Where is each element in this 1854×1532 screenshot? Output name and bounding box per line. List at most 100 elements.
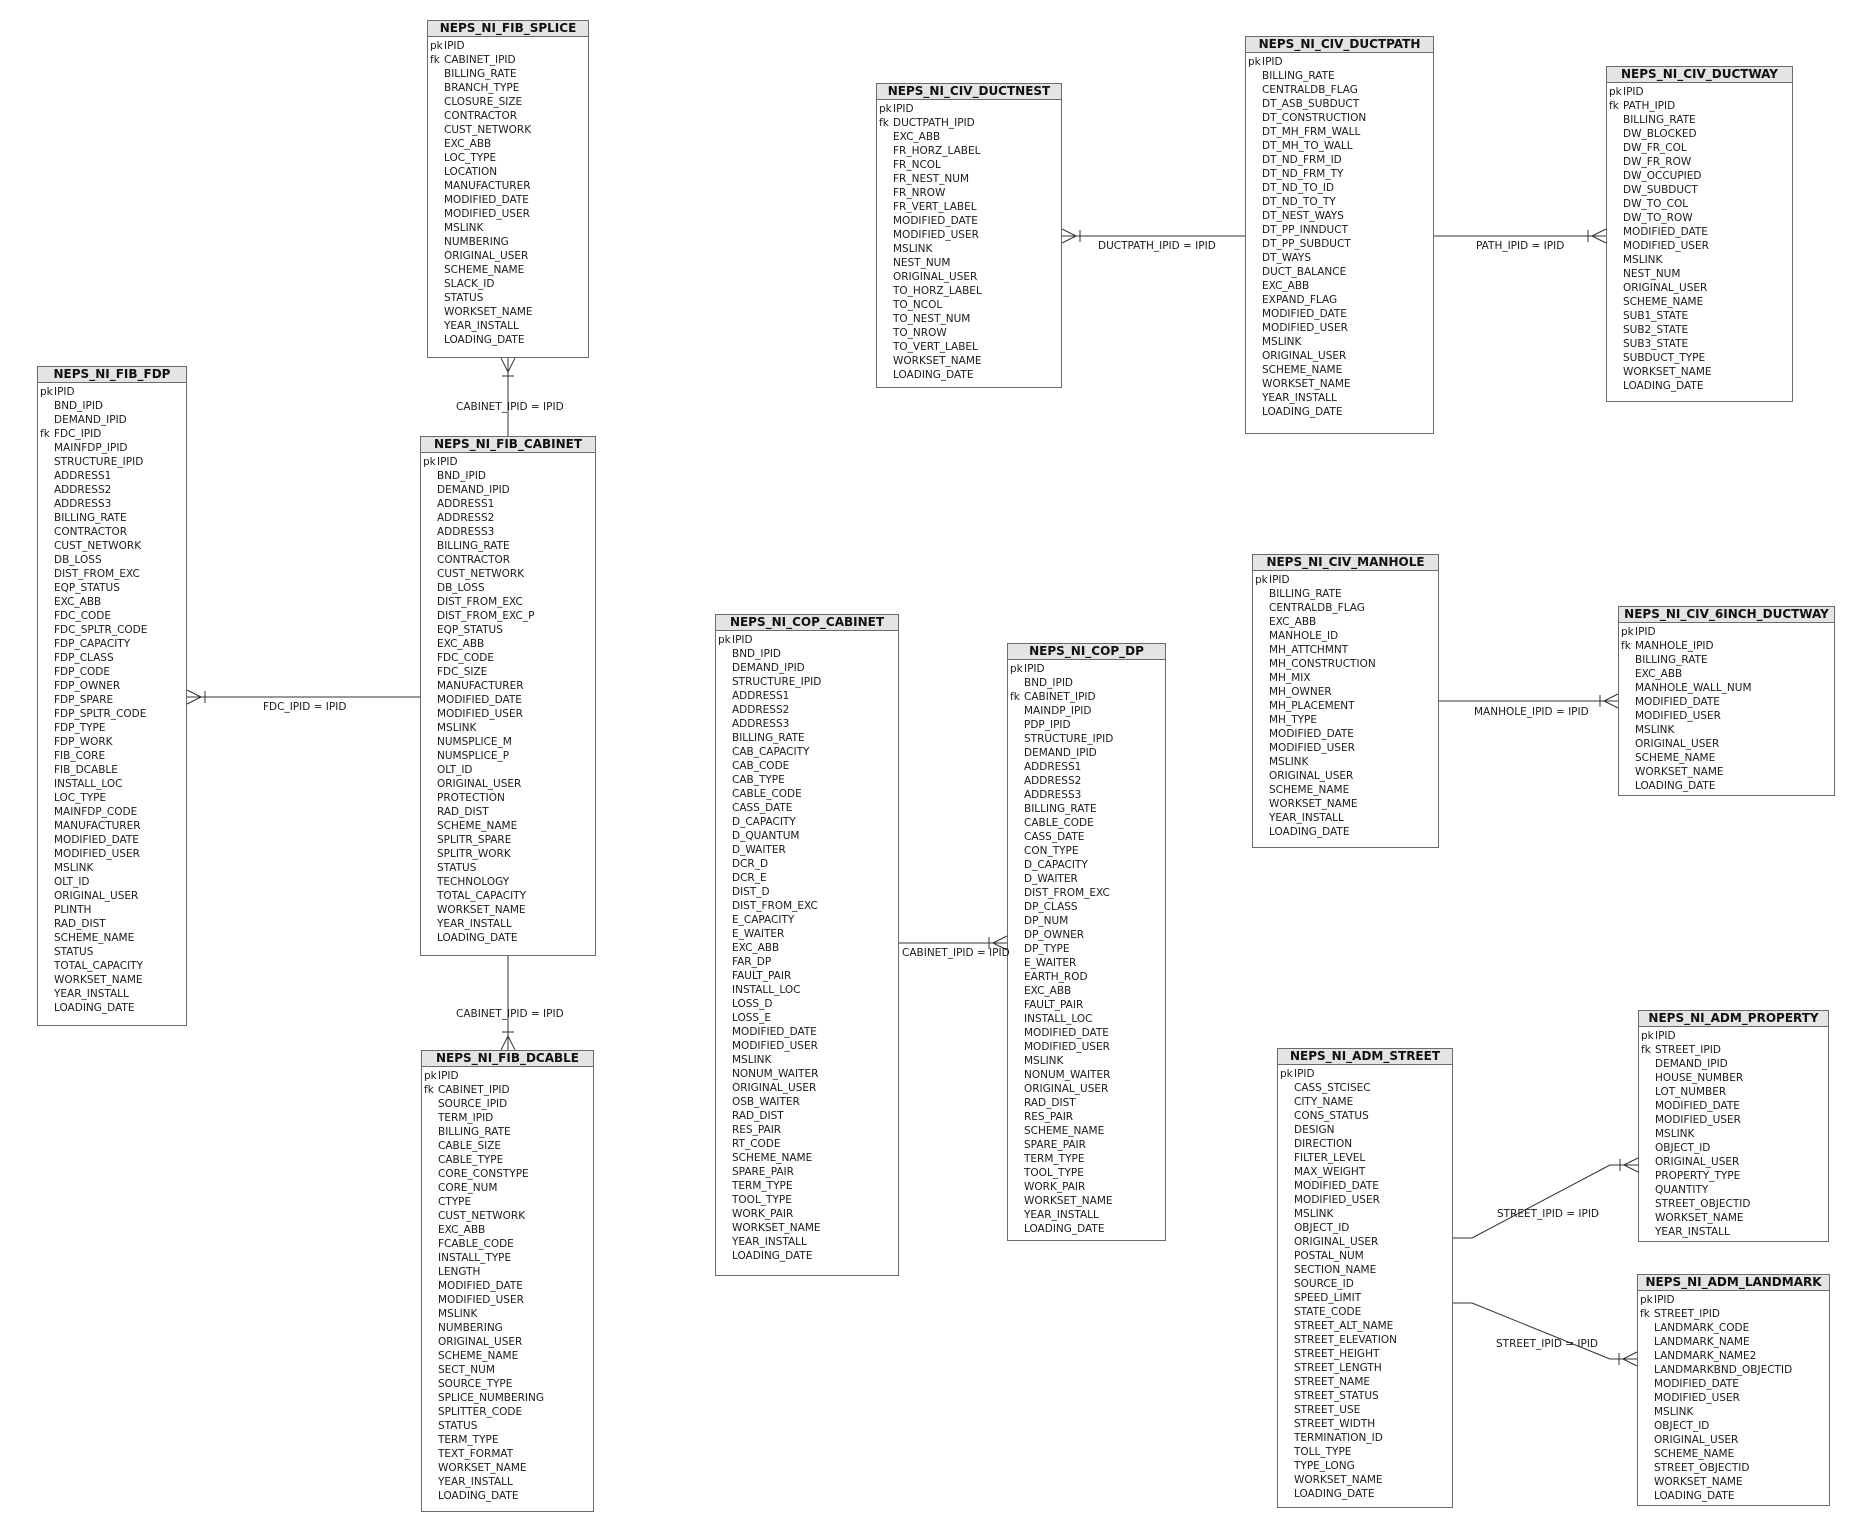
field-name: LOADING_DATE [1269, 826, 1350, 838]
entity-field: DT_PP_INNDUCT [1246, 223, 1433, 237]
entity-field: ORIGINAL_USER [716, 1081, 898, 1095]
field-name: IPID [1294, 1068, 1315, 1080]
field-name: OBJECT_ID [1654, 1420, 1710, 1432]
field-name: WORKSET_NAME [54, 974, 143, 986]
entity-field: BILLING_RATE [421, 539, 595, 553]
field-name: OLT_ID [54, 876, 90, 888]
field-name: BILLING_RATE [1262, 70, 1335, 82]
entity-field: ADDRESS2 [421, 511, 595, 525]
field-name: DEMAND_IPID [732, 662, 805, 674]
field-name: STATUS [54, 946, 94, 958]
field-name: TO_NROW [893, 327, 947, 339]
field-name: STRUCTURE_IPID [732, 676, 822, 688]
entity-field: LOADING_DATE [877, 368, 1061, 382]
entity-field: DP_NUM [1008, 914, 1165, 928]
field-name: DEMAND_IPID [54, 414, 127, 426]
field-name: TOLL_TYPE [1294, 1446, 1352, 1458]
entity-field: RES_PAIR [716, 1123, 898, 1137]
entity-field: WORKSET_NAME [38, 973, 186, 987]
field-name: IPID [1623, 86, 1644, 98]
field-name: STREET_ALT_NAME [1294, 1320, 1394, 1332]
field-name: EQP_STATUS [54, 582, 120, 594]
field-name: FR_NEST_NUM [893, 173, 970, 185]
field-name: FDP_TYPE [54, 722, 106, 734]
field-name: MODIFIED_DATE [1262, 308, 1347, 320]
entity-field: BILLING_RATE [38, 511, 186, 525]
entity-field: FDP_CODE [38, 665, 186, 679]
crows-foot-mark [992, 935, 1008, 944]
entity-field: ADDRESS2 [38, 483, 186, 497]
entity-field: TERM_TYPE [422, 1433, 593, 1447]
field-name: MODIFIED_DATE [1269, 728, 1354, 740]
field-name: WORKSET_NAME [893, 355, 982, 367]
field-name: ADDRESS1 [1024, 761, 1082, 773]
field-name: RAD_DIST [1024, 1097, 1076, 1109]
entity-field: INSTALL_TYPE [422, 1251, 593, 1265]
field-name: D_QUANTUM [732, 830, 800, 842]
entity-field: WORKSET_NAME [428, 305, 588, 319]
field-name: DW_SUBDUCT [1623, 184, 1698, 196]
entity-field: MODIFIED_USER [1246, 321, 1433, 335]
entity-field: RAD_DIST [1008, 1096, 1165, 1110]
entity-field: ADDRESS3 [38, 497, 186, 511]
field-name: DIST_FROM_EXC [437, 596, 523, 608]
field-name: YEAR_INSTALL [437, 918, 512, 930]
field-name: SOURCE_IPID [438, 1098, 508, 1110]
entity-field: CABLE_TYPE [422, 1153, 593, 1167]
entity-field: MODIFIED_DATE [1246, 307, 1433, 321]
entity-field: SPLICE_NUMBERING [422, 1391, 593, 1405]
entity-field: SCHEME_NAME [421, 819, 595, 833]
field-name: MODIFIED_DATE [1635, 696, 1720, 708]
field-name: MODIFIED_USER [732, 1040, 818, 1052]
relationship-line-street-property [1471, 1164, 1611, 1239]
entity-field: CASS_STCISEC [1278, 1081, 1452, 1095]
entity-field: MSLINK [877, 242, 1061, 256]
entity-field: FIB_DCABLE [38, 763, 186, 777]
field-name: MODIFIED_USER [1623, 240, 1709, 252]
entity-field: MH_PLACEMENT [1253, 699, 1438, 713]
field-name: MSLINK [1024, 1055, 1064, 1067]
entity-field: MANUFACTURER [428, 179, 588, 193]
entity-field: LOADING_DATE [1278, 1487, 1452, 1501]
field-key-marker: pk [424, 1070, 437, 1082]
entity-field: DW_TO_COL [1607, 197, 1792, 211]
field-name: OSB_WAITER [732, 1096, 800, 1108]
field-name: CUST_NETWORK [444, 124, 532, 136]
field-name: ORIGINAL_USER [1262, 350, 1347, 362]
rel-label-ductpath-ductnest: DUCTPATH_IPID = IPID [1098, 240, 1216, 252]
field-name: OBJECT_ID [1655, 1142, 1711, 1154]
field-name: MANUFACTURER [437, 680, 524, 692]
field-name: FAULT_PAIR [732, 970, 792, 982]
field-name: IPID [438, 1070, 459, 1082]
entity-field: YEAR_INSTALL [1246, 391, 1433, 405]
entity-field: E_WAITER [1008, 956, 1165, 970]
field-name: FDP_CODE [54, 666, 111, 678]
field-name: ORIGINAL_USER [1635, 738, 1720, 750]
field-name: EXC_ABB [1269, 616, 1317, 628]
entity-title: NEPS_NI_FIB_DCABLE [422, 1051, 593, 1067]
entity-field: YEAR_INSTALL [716, 1235, 898, 1249]
entity-field: SUB2_STATE [1607, 323, 1792, 337]
field-name: DIST_FROM_EXC_P [437, 610, 535, 622]
field-name: FCABLE_CODE [438, 1238, 514, 1250]
field-name: IPID [1262, 56, 1283, 68]
entity-field: SCHEME_NAME [1638, 1447, 1829, 1461]
